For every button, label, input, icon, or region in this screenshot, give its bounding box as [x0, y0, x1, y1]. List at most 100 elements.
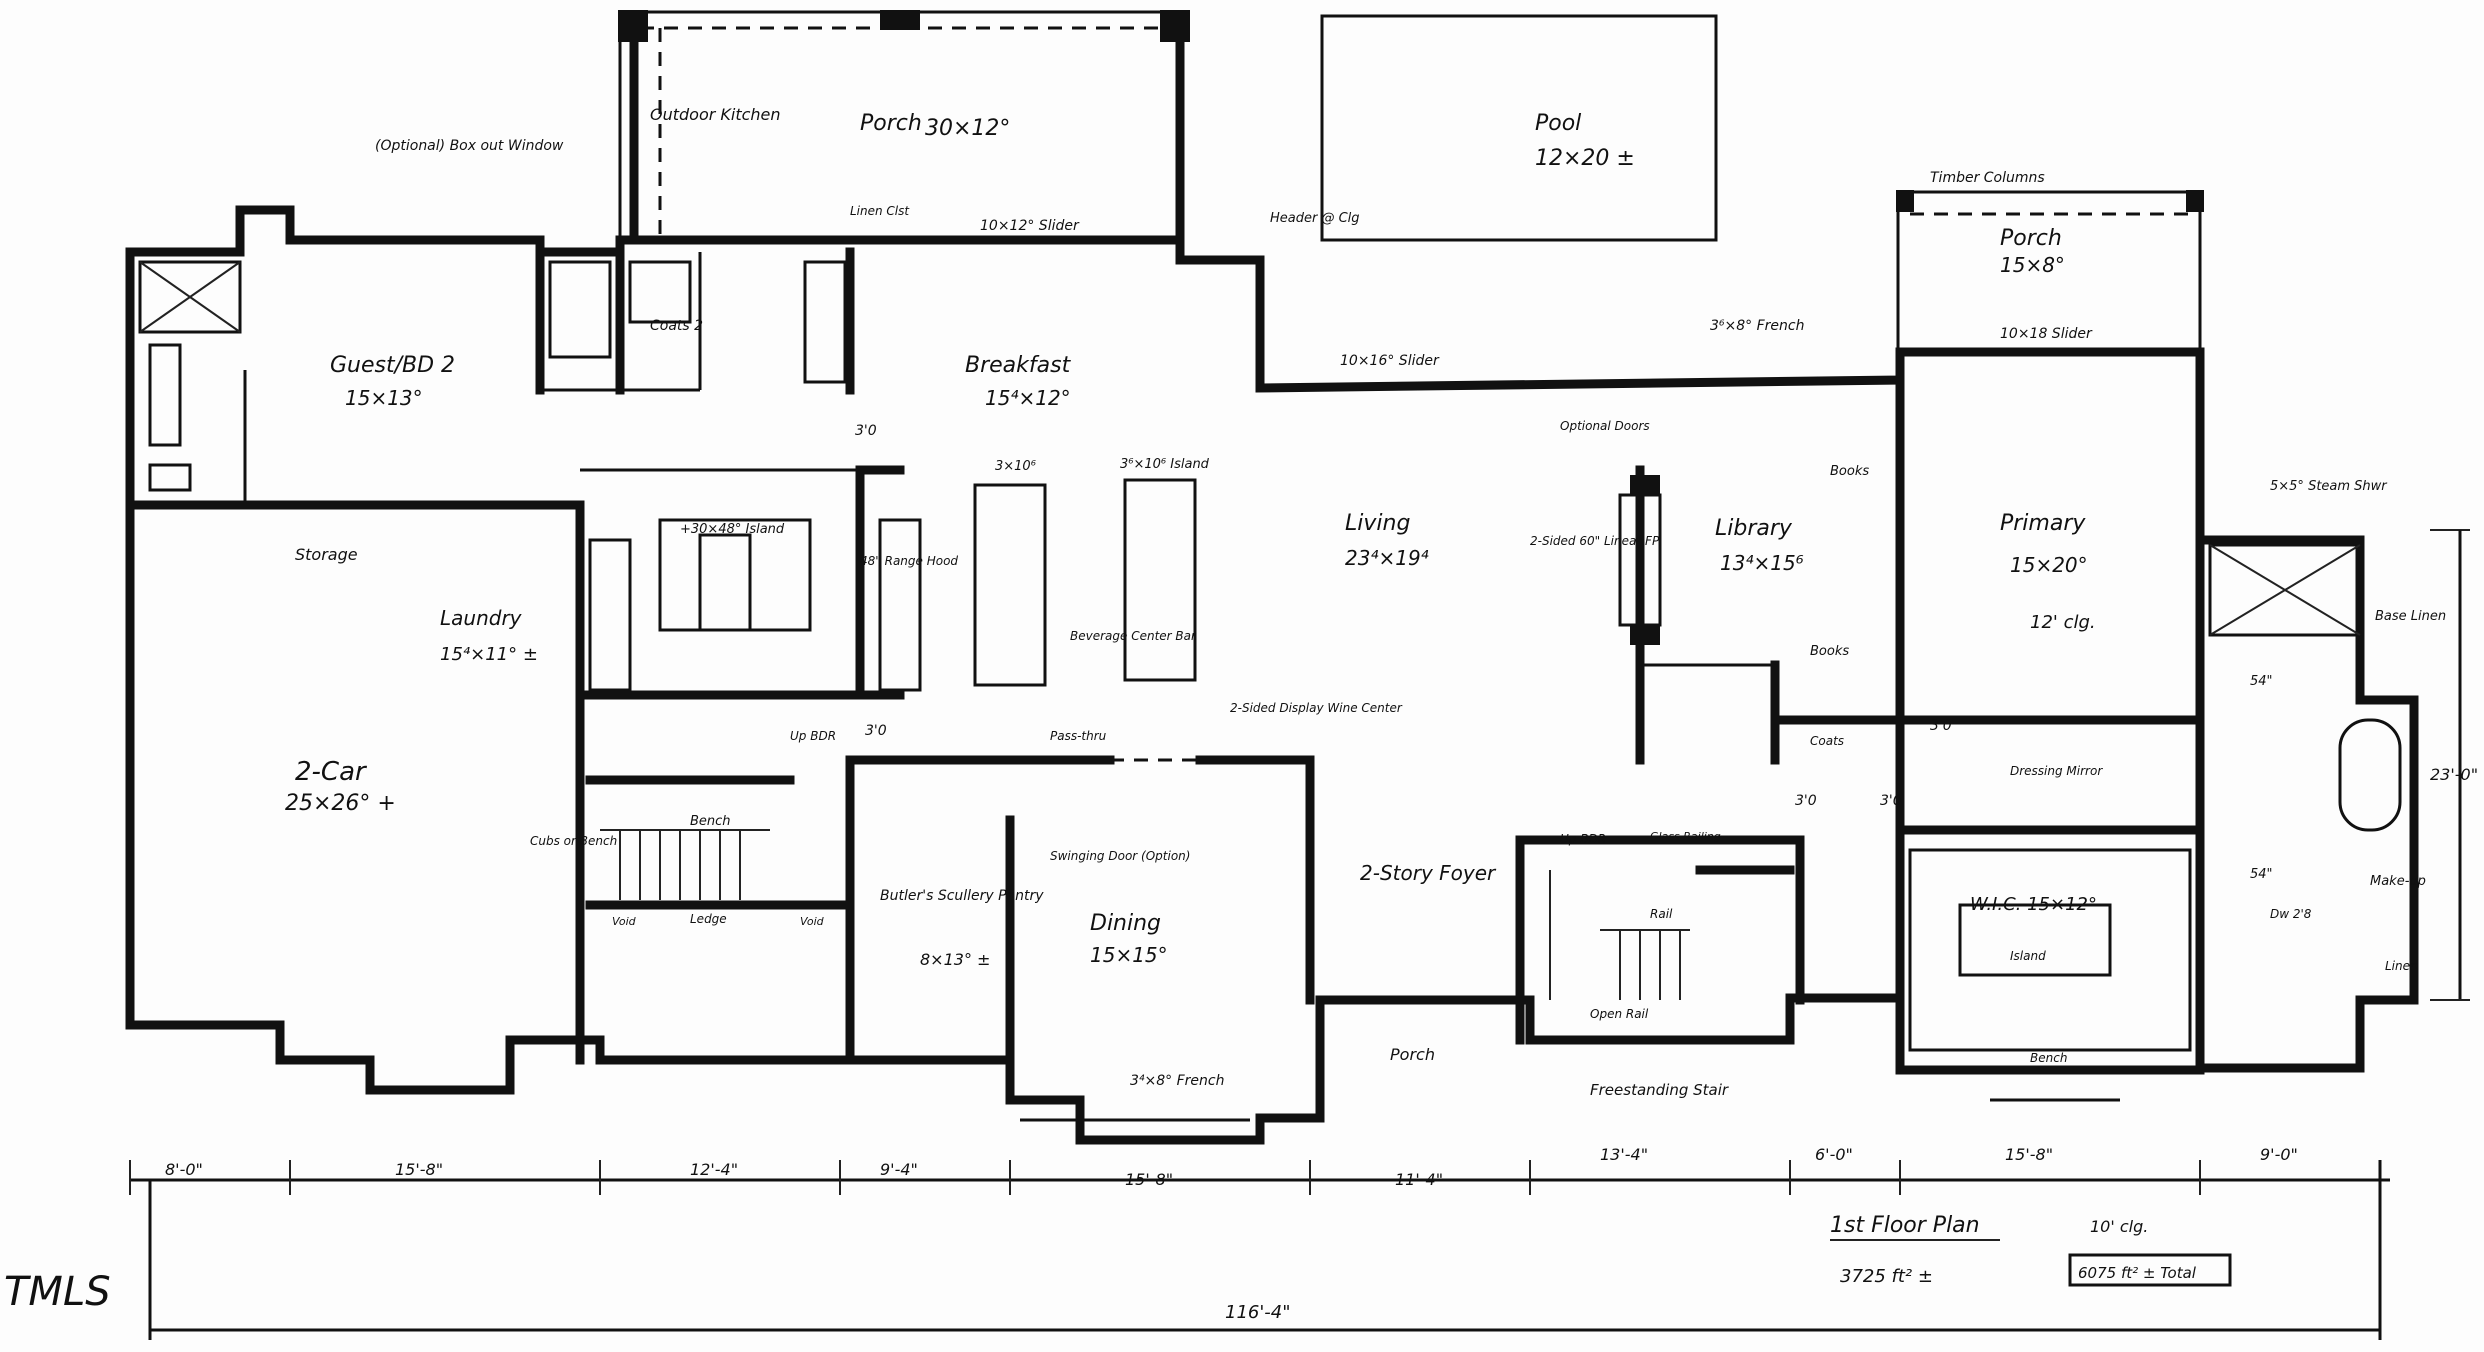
outdoor-kitchen-label: Outdoor Kitchen [650, 105, 781, 124]
dining-size: 15×15° [1090, 943, 1168, 967]
dim-3: 12'-4" [690, 1160, 738, 1179]
overall-dimension: 116'-4" [1225, 1302, 1291, 1323]
header-clg-note: Header @ Clg [1270, 211, 1360, 226]
living-size: 23⁴×19⁴ [1345, 546, 1429, 570]
cubbies-note: Cubs or Bench [530, 834, 617, 848]
porch-right-name: Porch [2000, 226, 2062, 251]
ledge-note: Ledge [690, 912, 727, 926]
dim-54b-note: 54" [2250, 867, 2273, 882]
display-wine-note: 2-Sided Display Wine Center [1230, 701, 1403, 715]
steam-shower-note: 5×5° Steam Shwr [2270, 479, 2388, 494]
coats-right-note: Coats [1810, 734, 1844, 748]
up-bdr-right-note: Up BDR [1560, 832, 1606, 846]
breakfast-name: Breakfast [965, 353, 1072, 378]
opening-4: 3'0 [1880, 793, 1902, 809]
exterior-walls [125, 205, 2419, 1145]
french-front-note: 3⁴×8° French [1130, 1073, 1224, 1089]
pass-thru-note: Pass-thru [1050, 729, 1107, 743]
opening-3: 3'0 [1795, 793, 1817, 809]
dim-8: 6'-0" [1815, 1145, 1853, 1164]
box-bay-note: (Optional) Box out Window [375, 138, 564, 154]
make-up-note: Make-up [2370, 874, 2426, 889]
total-box [2068, 1253, 2232, 1287]
dim-5: 15'-8" [1125, 1170, 1173, 1189]
slider-right-note: 10×18 Slider [2000, 326, 2093, 342]
laundry-size: 15⁴×11° ± [440, 644, 538, 665]
dim-7: 13'-4" [1600, 1145, 1648, 1164]
pantry-kitchen-note: 3×10⁶ [995, 459, 1036, 474]
laundry-name: Laundry [440, 606, 523, 630]
glass-railing-note: Glass Railing [1650, 830, 1721, 843]
freestanding-stair-note: Freestanding Stair [1590, 1081, 1729, 1099]
pantry-name: Butler's Scullery Pantry [880, 888, 1044, 904]
plan-total: 6075 ft² ± Total [2078, 1264, 2197, 1282]
fixtures [128, 260, 2402, 1122]
linen-closet-note: Linen Clst [850, 204, 910, 218]
swing-door-note: Swinging Door (Option) [1050, 849, 1190, 863]
porch-right-size: 15×8° [2000, 253, 2065, 277]
void-right-note: Void [800, 915, 825, 928]
french-doors-note: 3⁶×8° French [1710, 318, 1804, 334]
pool [1320, 14, 1718, 242]
interior-walls [125, 247, 2205, 1105]
bench-note: Bench [690, 814, 731, 829]
primary-name: Primary [2000, 511, 2086, 536]
watermark-text: TMLS [4, 1269, 111, 1315]
dim-2: 15'-8" [395, 1160, 443, 1179]
dimension-lines [129, 529, 2470, 1340]
living-name: Living [1345, 511, 1410, 536]
range-hood-note: 48" Range Hood [860, 554, 958, 568]
dim-1: 8'-0" [165, 1160, 203, 1179]
breakfast-size: 15⁴×12° [985, 386, 1071, 410]
two-sided-fp-note: 2-Sided 60" Linear FP [1530, 534, 1660, 548]
library-size: 13⁴×15⁶ [1720, 551, 1804, 575]
slider-top-note: 10×12° Slider [980, 218, 1080, 234]
dining-name: Dining [1090, 911, 1161, 936]
porch-top-size: 30×12° [925, 116, 1010, 141]
dim-4: 9'-4" [880, 1160, 918, 1179]
timber-columns-note: Timber Columns [1930, 170, 2045, 186]
dim-54-note: 54" [2250, 674, 2273, 689]
garage-size: 25×26° + [285, 791, 396, 816]
wic-name: W.I.C. 15×12° [1970, 894, 2097, 915]
porch-top-name: Porch [860, 111, 922, 136]
guest-name: Guest/BD 2 [330, 353, 455, 378]
dressing-mirror-note: Dressing Mirror [2010, 764, 2103, 778]
primary-ceiling: 12' clg. [2030, 612, 2096, 633]
island-kitchen-note: +30×48° Island [680, 522, 785, 537]
library-name: Library [1715, 516, 1793, 541]
rail-note: Rail [1650, 907, 1673, 921]
porch-front-note: Porch [1390, 1045, 1435, 1064]
up-bdr-note: Up BDR [790, 729, 836, 743]
primary-size: 15×20° [2010, 553, 2088, 577]
open-rail-note: Open Rail [1590, 1007, 1649, 1021]
dim-6: 11'-4" [1395, 1170, 1443, 1189]
books-1-note: Books [1830, 464, 1869, 479]
beverage-center-note: Beverage Center Bar [1070, 629, 1197, 643]
right-dimension: 23'-0" [2430, 765, 2478, 784]
pantry-size: 8×13° ± [920, 950, 990, 969]
dim-9: 15'-8" [2005, 1145, 2053, 1164]
pool-size: 12×20 ± [1535, 146, 1635, 171]
opening-2: 3'0 [865, 723, 887, 739]
island-big-note: 3⁶×10⁶ Island [1120, 457, 1210, 472]
bench-wic-note: Bench [2030, 1051, 2067, 1065]
dim-10: 9'-0" [2260, 1145, 2298, 1164]
optional-doors-note: Optional Doors [1560, 419, 1650, 433]
dim-2-8-note: Dw 2'8 [2270, 907, 2312, 921]
base-linen-note: Base Linen [2375, 609, 2446, 624]
void-left-note: Void [612, 915, 637, 928]
island-wic-note: Island [2010, 949, 2046, 963]
coats-note: Coats 2 [650, 318, 703, 334]
storage-note: Storage [295, 545, 358, 564]
foyer-name: 2-Story Foyer [1360, 861, 1497, 885]
slider-mid-note: 10×16° Slider [1340, 353, 1440, 369]
plan-title: 1st Floor Plan [1830, 1213, 1980, 1238]
plan-ceiling: 10' clg. [2090, 1217, 2148, 1236]
linen-right-note: Linen [2385, 959, 2418, 973]
pool-name: Pool [1535, 111, 1581, 136]
opening-5: 3'0 [1930, 718, 1952, 734]
garage-name: 2-Car [295, 757, 368, 787]
plan-area: 3725 ft² ± [1840, 1266, 1933, 1287]
